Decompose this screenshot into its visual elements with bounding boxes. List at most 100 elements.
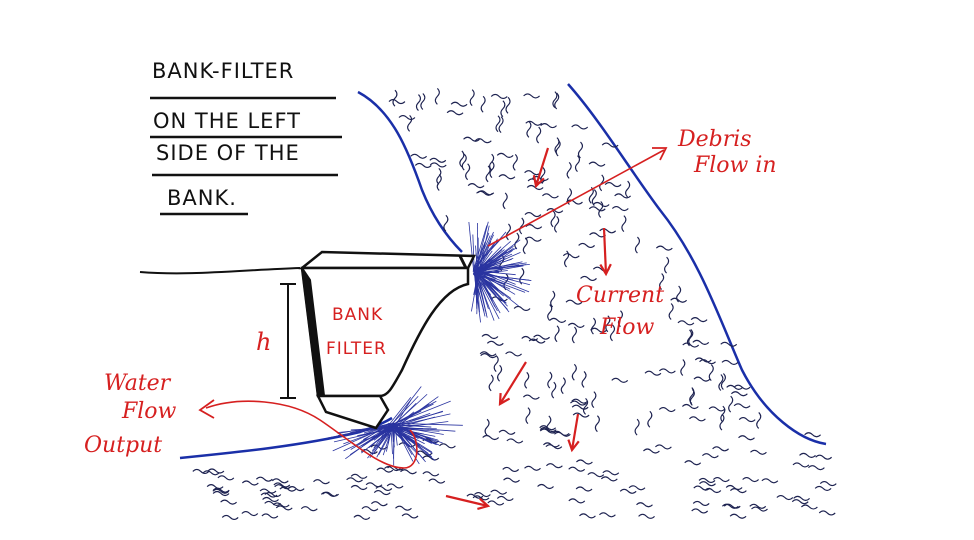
water-wave — [537, 483, 554, 490]
water-wave — [686, 329, 693, 347]
water-wave — [300, 506, 318, 512]
water-wave — [550, 210, 556, 228]
box-bottom-face — [315, 394, 390, 430]
water-wave — [481, 333, 499, 340]
water-wave — [565, 299, 583, 305]
water-wave — [815, 454, 833, 460]
water-wave — [799, 452, 816, 458]
water-wave — [439, 443, 456, 449]
height-dimension: h — [256, 283, 296, 399]
water-wave — [729, 513, 747, 519]
scribble-stroke — [473, 269, 486, 317]
water-wave — [658, 368, 676, 374]
water-wave — [415, 94, 422, 111]
current-arrow — [445, 494, 489, 508]
water-wave — [576, 459, 593, 465]
current-arrow-head — [599, 263, 612, 277]
current-label-line-1: Current — [576, 283, 664, 308]
water-wave — [611, 205, 629, 212]
water-wave — [634, 236, 640, 254]
water-wave — [591, 189, 597, 206]
water-wave — [505, 223, 511, 241]
scribble-stroke — [332, 424, 391, 452]
water-wave — [552, 91, 558, 109]
scribble-stroke — [477, 273, 503, 300]
water-wave — [594, 415, 600, 433]
water-wave — [503, 477, 520, 483]
water-wave — [551, 381, 557, 399]
water-wave — [398, 114, 416, 121]
water-wave — [814, 485, 832, 491]
water-wave — [386, 483, 404, 489]
scribble-stroke — [392, 386, 422, 424]
water-wave — [493, 355, 499, 372]
water-wave — [482, 434, 500, 441]
water-wave — [579, 513, 596, 519]
water-wave — [260, 492, 278, 498]
water-wave — [688, 329, 694, 346]
water-wave — [526, 184, 544, 191]
water-wave — [562, 253, 580, 259]
water-wave — [728, 395, 734, 413]
water-wave — [465, 163, 471, 181]
water-wave — [361, 506, 379, 512]
water-wave — [730, 391, 748, 397]
water-wave — [719, 413, 725, 431]
water-wave — [692, 339, 710, 345]
water-wave — [712, 446, 729, 452]
water-wave — [376, 467, 394, 473]
water-wave — [519, 267, 525, 285]
current-flow-annotation: Current Flow — [576, 283, 664, 340]
debris-arrow-head — [652, 147, 668, 161]
water-wave — [420, 93, 426, 110]
water-wave — [605, 315, 611, 333]
water-wave — [206, 484, 224, 490]
water-wave — [524, 212, 542, 218]
water-wave — [536, 126, 542, 144]
water-wave — [729, 488, 747, 494]
water-wave — [604, 182, 622, 188]
water-wave — [738, 435, 755, 441]
water-wave — [659, 273, 665, 290]
water-wave — [751, 506, 768, 512]
scribble-stroke — [378, 428, 394, 455]
scribble-stroke — [475, 253, 513, 270]
water-wave — [503, 273, 509, 291]
water-wave — [490, 489, 508, 495]
water-wave — [756, 412, 762, 429]
water-wave — [554, 92, 560, 110]
water-wave — [655, 444, 672, 450]
water-wave — [571, 404, 589, 410]
water-wave — [272, 502, 290, 508]
water-wave — [643, 448, 660, 454]
water-wave — [264, 500, 282, 506]
current-arrow — [570, 413, 580, 451]
scribble-stroke — [476, 270, 480, 313]
water-wave — [725, 484, 743, 491]
water-wave — [689, 416, 706, 422]
water-wave — [353, 514, 371, 520]
scribble-stroke — [477, 268, 516, 285]
water-wave — [350, 473, 368, 479]
water-wave — [550, 290, 556, 308]
water-wave — [800, 504, 818, 510]
water-wave — [443, 214, 449, 232]
water-wave — [694, 357, 712, 363]
scribble-stroke — [475, 241, 511, 273]
water-wave — [738, 417, 756, 423]
water-wave — [313, 479, 330, 485]
water-label-line-1: Water — [104, 371, 172, 396]
water-wave — [808, 465, 825, 471]
water-wave — [600, 476, 618, 482]
water-wave — [546, 463, 563, 469]
water-wave — [212, 488, 230, 494]
scribble-stroke — [394, 421, 449, 429]
water-wave — [505, 96, 511, 114]
water-wave — [554, 325, 560, 343]
water-wave — [542, 193, 559, 199]
water-wave — [668, 303, 674, 320]
water-wave — [720, 373, 726, 390]
water-wave — [617, 310, 624, 328]
water-wave — [583, 397, 589, 415]
